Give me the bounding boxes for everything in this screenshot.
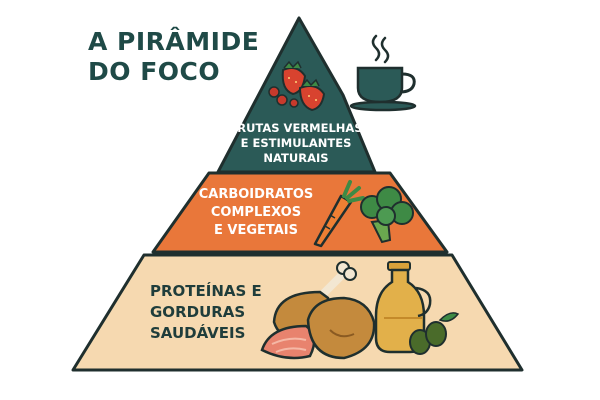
tier-bottom-line: GORDURAS <box>150 303 246 321</box>
berries-icon <box>268 86 299 108</box>
tier-middle-line: COMPLEXOS <box>210 205 302 220</box>
olive-oil-bottle-icon <box>374 261 432 354</box>
tier-middle-line: CARBOIDRATOS <box>198 187 314 202</box>
olives-icon <box>409 312 460 355</box>
coffee-cup-icon <box>349 34 417 112</box>
tier-top-label: FRUTAS VERMELHAS E ESTIMULANTES NATURAIS <box>216 121 376 166</box>
tier-top-line: NATURAIS <box>263 151 329 165</box>
carrot-icon <box>313 180 365 248</box>
tier-bottom-line: SAUDÁVEIS <box>150 324 246 342</box>
page-title-line2: DO FOCO <box>88 57 221 86</box>
roast-chicken-icon <box>306 296 376 360</box>
broccoli-icon <box>360 186 414 244</box>
tier-middle-line: E VEGETAIS <box>213 223 299 238</box>
tier-top-line: FRUTAS VERMELHAS <box>229 121 363 135</box>
tier-top-line: E ESTIMULANTES <box>240 136 352 150</box>
tier-bottom-line: PROTEÍNAS E <box>150 282 262 300</box>
strawberry-icon <box>281 60 326 112</box>
pyramid-tier-middle <box>151 171 449 254</box>
tier-middle-label: CARBOIDRATOS COMPLEXOS E VEGETAIS <box>196 186 316 240</box>
page-title-line1: A PIRÂMIDE <box>88 27 260 56</box>
tier-bottom-label: PROTEÍNAS E GORDURAS SAUDÁVEIS <box>150 281 300 344</box>
